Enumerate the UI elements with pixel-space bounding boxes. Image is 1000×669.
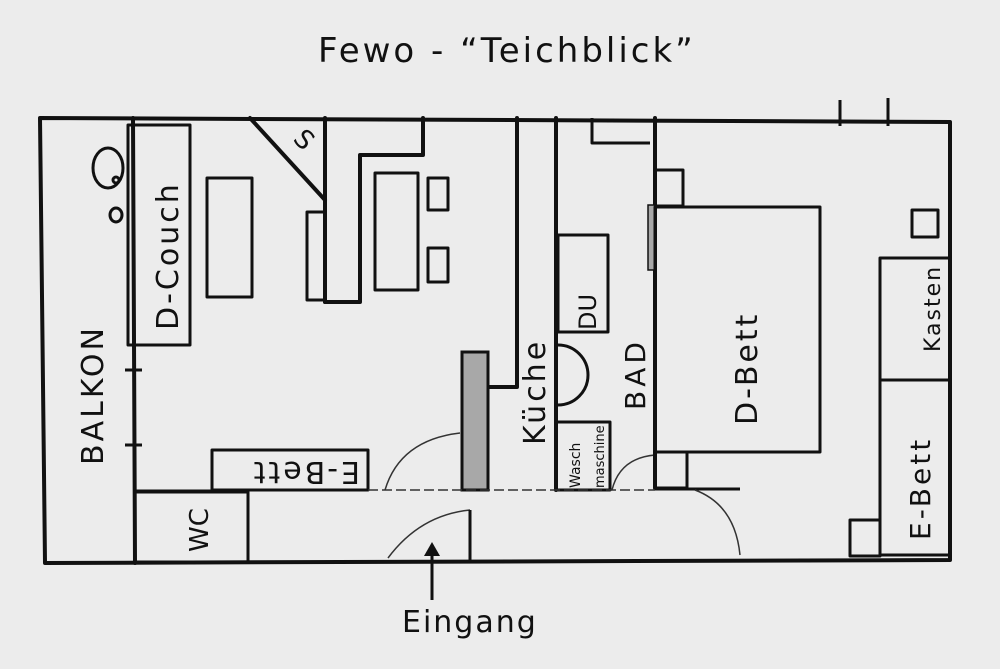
balcony-label: BALKON bbox=[76, 325, 111, 465]
balcony-chair-icon bbox=[108, 206, 124, 224]
corridor: WC bbox=[133, 487, 741, 564]
bedroom: D-Bett Kasten E-Bett bbox=[647, 116, 952, 558]
shower bbox=[556, 233, 610, 334]
double-bed-label: D-Bett bbox=[730, 312, 765, 425]
shower-label: DU bbox=[574, 294, 602, 330]
toilet bbox=[133, 490, 250, 564]
plan-title: Fewo - “Teichblick” bbox=[318, 31, 696, 71]
double-bed bbox=[653, 205, 822, 454]
balcony-chair-icon bbox=[111, 175, 121, 185]
entrance-label: Eingang bbox=[402, 605, 538, 640]
wardrobe-label: Kasten bbox=[921, 265, 946, 352]
bathroom-label: BAD bbox=[619, 338, 652, 410]
balcony-area: BALKON bbox=[76, 116, 142, 565]
bathroom: DU Wasch maschine BAD bbox=[554, 118, 656, 492]
single-bed-left bbox=[210, 448, 370, 492]
living-room: D-Couch S E-Bett bbox=[126, 116, 461, 492]
stove-symbol: S bbox=[287, 124, 320, 157]
sofa-bed-label: D-Couch bbox=[151, 181, 186, 330]
entrance-door bbox=[387, 509, 471, 559]
dining-table bbox=[373, 171, 420, 292]
kitchen-counter bbox=[460, 350, 490, 492]
coffee-table bbox=[205, 176, 254, 299]
balcony-table-icon bbox=[91, 146, 125, 190]
nightstand bbox=[910, 208, 940, 239]
dining-chair bbox=[426, 176, 450, 212]
single-bed-right bbox=[878, 378, 952, 557]
dining-chair bbox=[426, 246, 450, 284]
outer-walls bbox=[38, 98, 952, 565]
washing-machine-label: Wasch bbox=[568, 443, 584, 488]
sofa-bed bbox=[126, 123, 192, 347]
entrance-marker: Eingang bbox=[402, 542, 538, 640]
washing-machine-label: maschine bbox=[593, 425, 608, 488]
kitchen: Küche bbox=[460, 116, 558, 492]
kitchen-label: Küche bbox=[518, 339, 553, 445]
single-bed-left-label: E-Bett bbox=[251, 454, 360, 489]
toilet-label: WC bbox=[185, 508, 215, 552]
single-bed-right-label: E-Bett bbox=[904, 437, 937, 540]
